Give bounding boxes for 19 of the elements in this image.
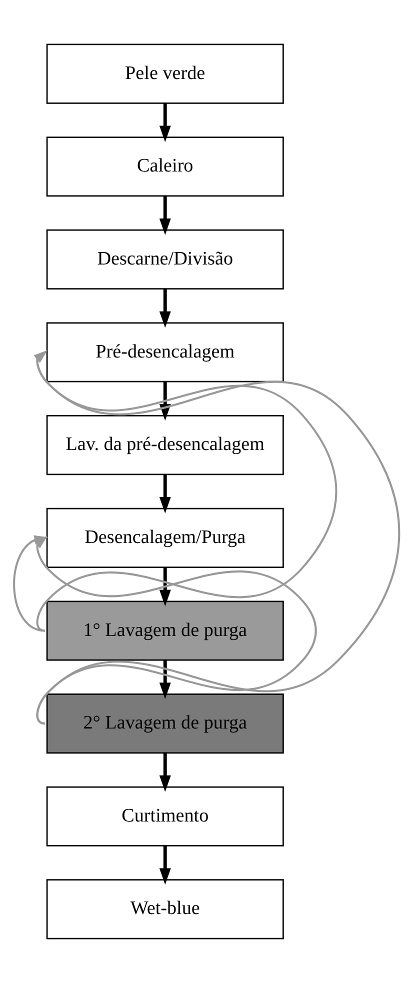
arrow <box>159 474 171 513</box>
node-box: Wet-blue <box>46 878 284 939</box>
node-box: Curtimento <box>46 786 284 846</box>
node-box: Caleiro <box>46 136 284 196</box>
node-box: Descarne/Divisão <box>46 228 284 289</box>
arrow <box>159 566 171 606</box>
arrow <box>159 660 171 699</box>
node-box: 2° Lavagem de purga <box>46 693 284 754</box>
node-box: Pré-desencalagem <box>46 322 284 382</box>
arrow <box>159 196 171 234</box>
arrow <box>159 752 171 792</box>
arrow <box>159 381 171 420</box>
arrow <box>159 102 171 142</box>
node-box: Desencalagem/Purga <box>46 507 284 568</box>
arrow <box>159 288 171 328</box>
node-box: Pele verde <box>46 43 284 104</box>
arrow <box>159 845 171 884</box>
node-box: Lav. da pré-desencalagem <box>46 414 284 475</box>
node-box: 1° Lavagem de purga <box>46 600 284 660</box>
